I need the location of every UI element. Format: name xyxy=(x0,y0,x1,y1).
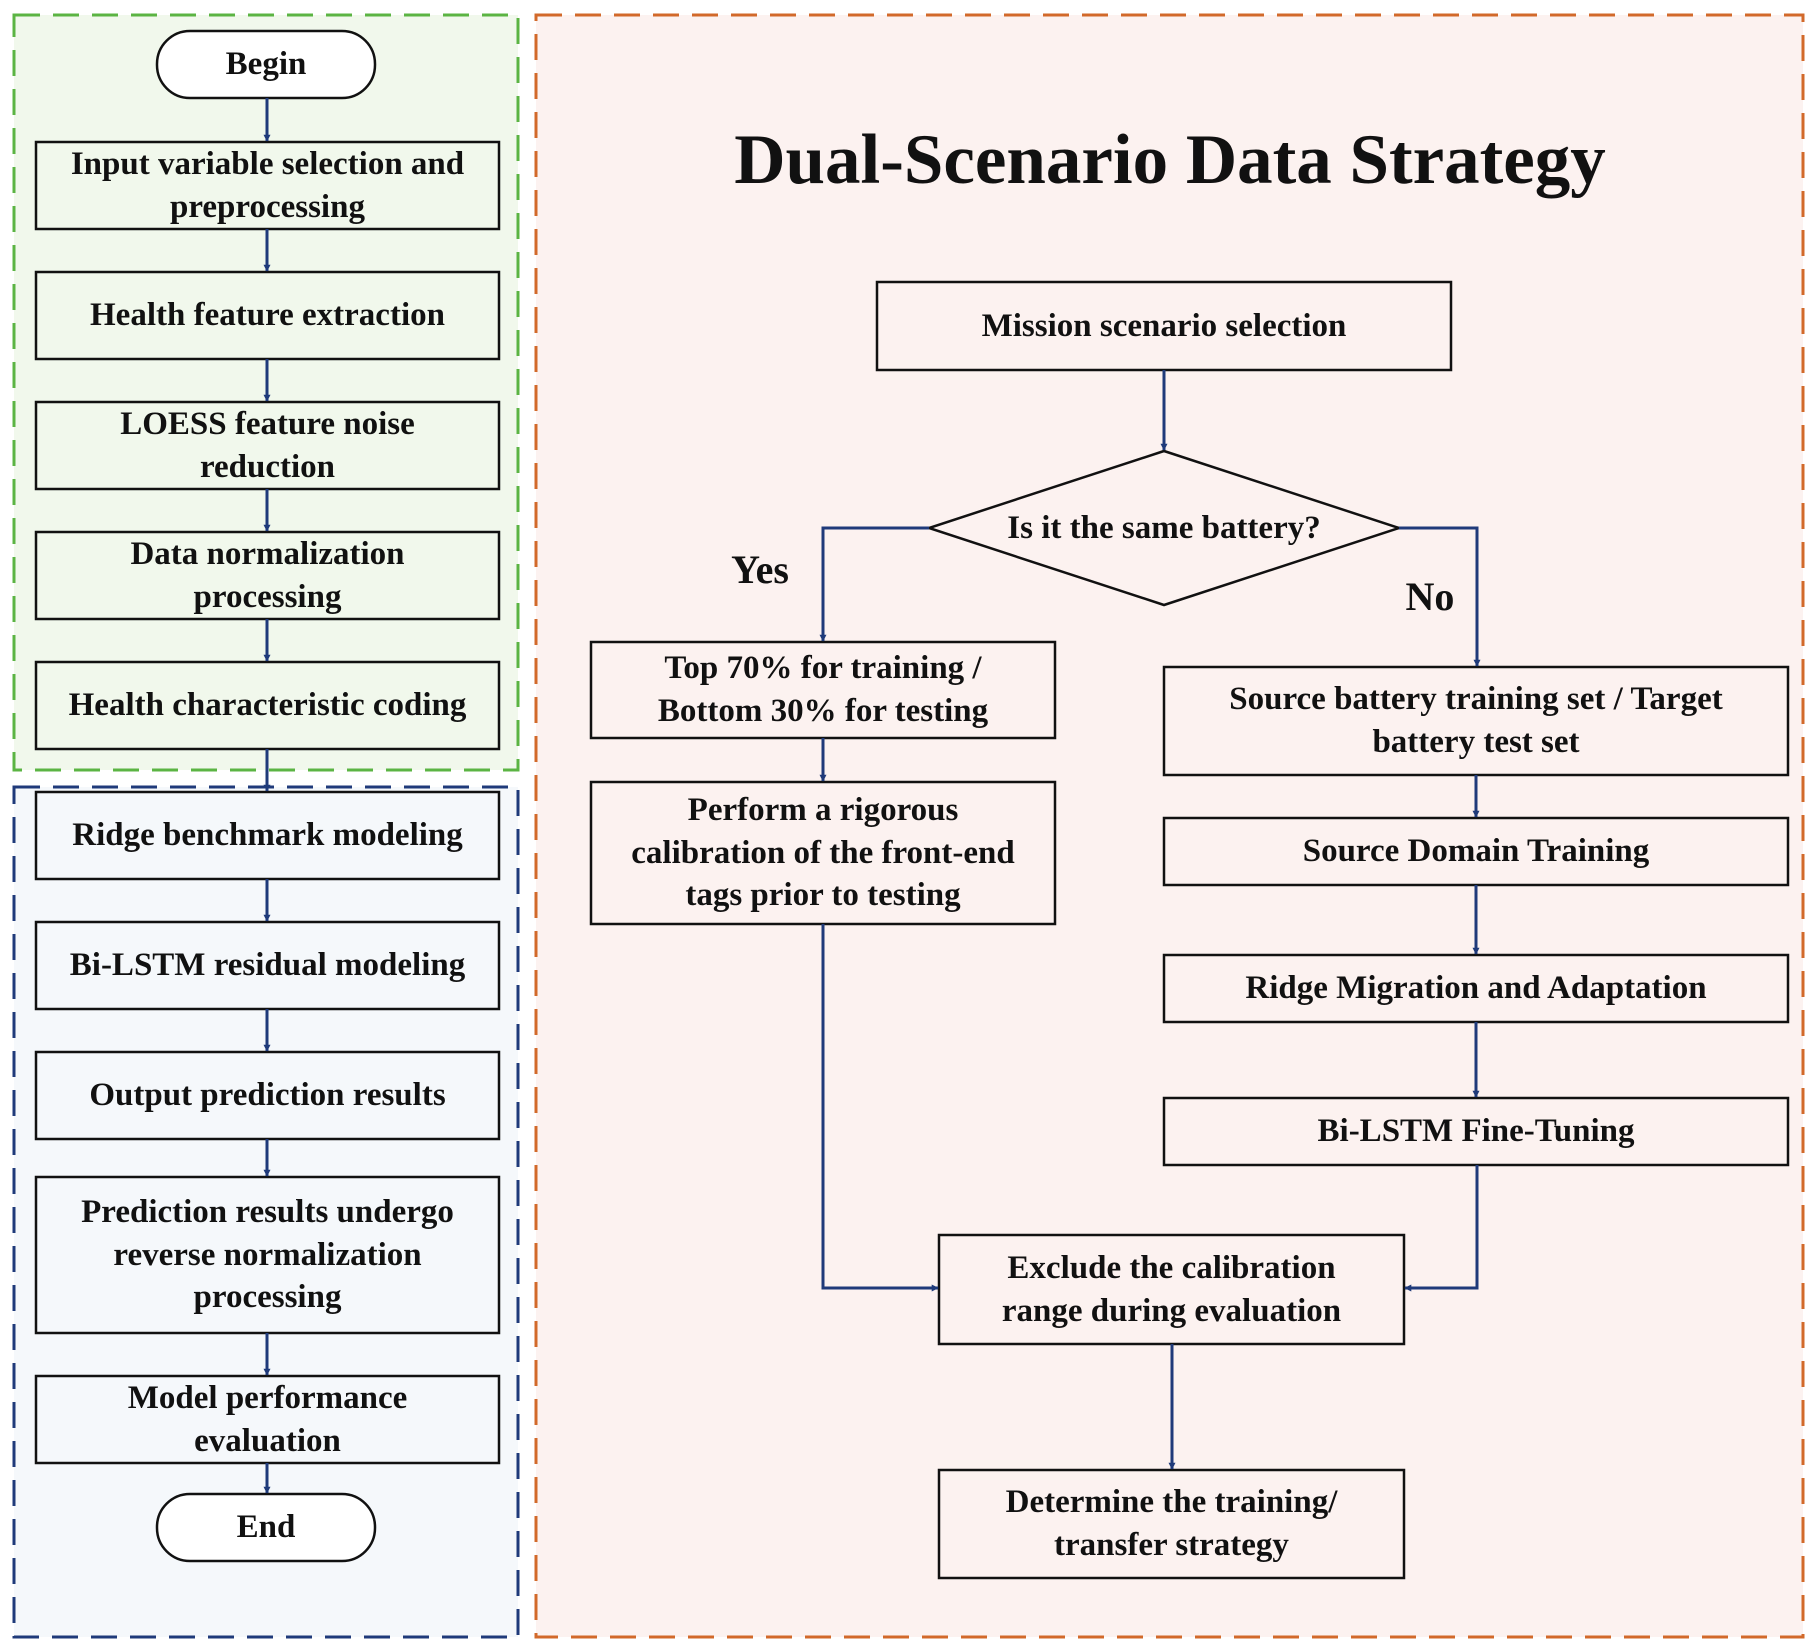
end-terminal xyxy=(155,1492,377,1563)
begin-label: Begin xyxy=(225,46,307,83)
mission-box xyxy=(875,280,1453,372)
arrow-calibration-to-exclude xyxy=(821,924,939,1292)
no-finetune-box xyxy=(1162,1096,1790,1167)
no-split-label: Source battery training set / Target bat… xyxy=(1229,681,1723,760)
yes-calibration-label: Perform a rigorous calibration of the fr… xyxy=(631,791,1015,914)
arrow-decision-yes xyxy=(819,526,929,642)
step-label-bilstm-residual: Bi-LSTM residual modeling xyxy=(69,947,466,984)
yes-branch-label: Yes xyxy=(731,547,789,592)
step-box-output-prediction xyxy=(34,1050,501,1141)
mission-label: Mission scenario selection xyxy=(981,307,1347,344)
step-box-health-feature-extraction xyxy=(34,270,501,361)
step-label-health-feature-extraction: Health feature extraction xyxy=(90,297,445,334)
step-box-loess-noise-reduction xyxy=(34,400,501,491)
step-label-reverse-normalization: Prediction results undergo reverse norma… xyxy=(81,1193,454,1316)
no-source-training-box xyxy=(1162,816,1790,887)
step-box-input-selection xyxy=(34,140,501,231)
step-label-output-prediction: Output prediction results xyxy=(89,1077,446,1114)
step-label-input-selection: Input variable selection and preprocessi… xyxy=(70,145,465,225)
determine-label: Determine the training/ transfer strateg… xyxy=(1005,1484,1338,1563)
arrow-finetune-to-exclude xyxy=(1404,1165,1479,1292)
decision-diamond xyxy=(924,449,1404,607)
strategy-title: Dual-Scenario Data Strategy xyxy=(734,120,1606,199)
no-branch-label: No xyxy=(1405,574,1455,619)
no-ridge-box xyxy=(1162,953,1790,1024)
step-label-loess-noise-reduction: LOESS feature noise reduction xyxy=(120,405,415,485)
decision-label: Is it the same battery? xyxy=(1007,509,1321,546)
no-source-training-label: Source Domain Training xyxy=(1302,833,1650,870)
step-box-performance-evaluation xyxy=(34,1374,501,1465)
arrow-decision-no xyxy=(1399,526,1481,667)
determine-box xyxy=(937,1468,1406,1580)
step-label-data-normalization: Data normalization processing xyxy=(130,535,405,615)
end-label: End xyxy=(236,1509,296,1546)
no-split-box xyxy=(1162,665,1790,777)
step-label-health-coding: Health characteristic coding xyxy=(68,687,467,724)
no-ridge-label: Ridge Migration and Adaptation xyxy=(1245,970,1707,1007)
exclude-label: Exclude the calibration range during eva… xyxy=(1001,1249,1342,1329)
step-box-reverse-normalization xyxy=(34,1175,501,1335)
yes-split-label: Top 70% for training / Bottom 30% for te… xyxy=(657,650,989,729)
yes-calibration-box xyxy=(589,780,1057,926)
step-box-data-normalization xyxy=(34,530,501,621)
step-label-ridge-benchmark: Ridge benchmark modeling xyxy=(72,817,463,854)
no-finetune-label: Bi-LSTM Fine-Tuning xyxy=(1317,1113,1635,1150)
step-label-performance-evaluation: Model performance evaluation xyxy=(127,1379,408,1459)
